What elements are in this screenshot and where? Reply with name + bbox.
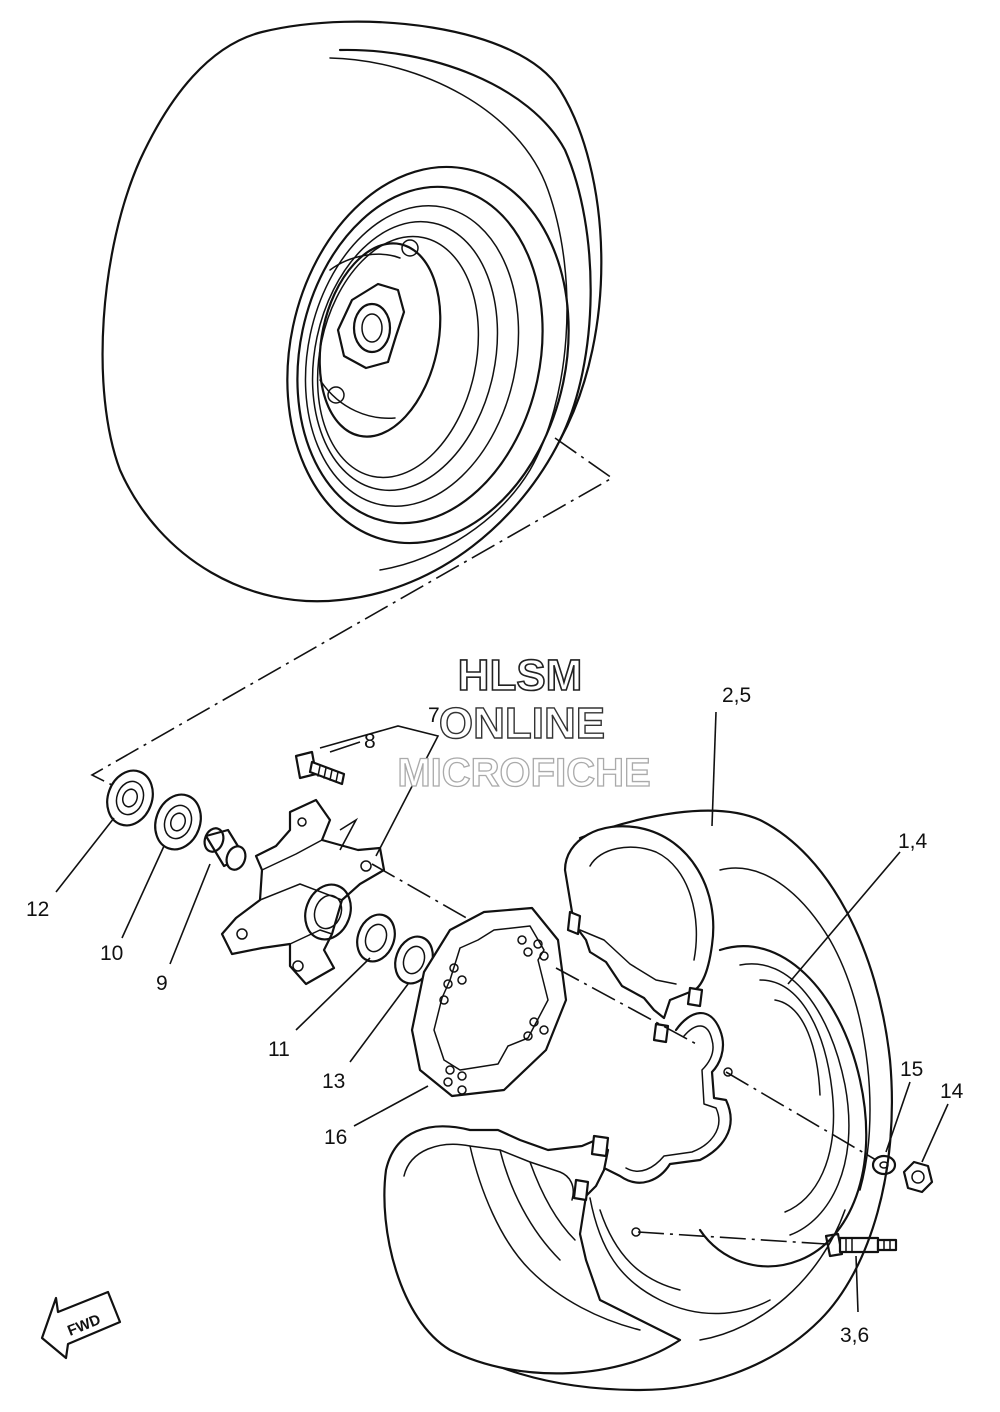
leader-3-6 (855, 1255, 859, 1313)
callout-15: 15 (900, 1058, 923, 1081)
leader-7-bracket (319, 725, 440, 857)
part-9-spacer (203, 827, 247, 871)
leader-2-5 (711, 711, 717, 827)
part-hub (220, 798, 386, 986)
part-15-washer (871, 1154, 897, 1176)
assembled-rim-ring-2 (296, 185, 544, 525)
leader-12 (55, 817, 115, 893)
assembled-hub (336, 282, 406, 370)
leader-11 (295, 957, 371, 1031)
leader-1-4 (787, 851, 901, 985)
part-1-4-rim-outer-half (563, 825, 715, 1044)
centerline-rim-to-washer (725, 1071, 877, 1161)
assembled-rim-ring-5 (316, 235, 480, 479)
rim-inner-half (383, 1125, 771, 1375)
callout-1-4: 1,4 (898, 830, 928, 853)
centerline-hub-to-plate (371, 863, 471, 921)
rim-mounting-face (602, 945, 868, 1268)
leader-15 (885, 1081, 911, 1153)
assembled-rim-outer (286, 165, 570, 545)
leader-14 (921, 1103, 949, 1163)
assembled-stud-top (401, 239, 419, 257)
leader-7-hub (339, 817, 359, 851)
watermark-line-3: MICROFICHE (397, 751, 650, 795)
assembled-rim-spoke-line-2 (319, 379, 396, 419)
callout-14: 14 (940, 1080, 964, 1103)
callout-13: 13 (322, 1070, 345, 1093)
part-3-6-valve (824, 1232, 898, 1258)
callout-7: 7 (428, 704, 440, 727)
part-11-bearing (356, 913, 396, 963)
leader-16 (353, 1085, 429, 1127)
assembly-centerline (90, 437, 614, 786)
leader-8 (329, 741, 361, 753)
callout-12: 12 (26, 898, 49, 921)
callout-3-6: 3,6 (840, 1324, 869, 1347)
callout-9: 9 (156, 972, 168, 995)
leader-10 (121, 845, 165, 939)
assembled-rim-ring-4 (311, 220, 499, 492)
part-10-bearing (154, 793, 202, 851)
watermark: HLSM ONLINE MICROFICHE (397, 650, 652, 795)
assembled-rim-face (318, 242, 442, 438)
callout-11: 11 (268, 1038, 290, 1061)
fwd-arrow-icon: FWD (40, 1290, 122, 1360)
centerline-valve (637, 1231, 827, 1245)
callout-8: 8 (364, 730, 376, 753)
centerline-plate-to-rim (555, 967, 701, 1047)
assembled-stud-bottom (327, 386, 345, 404)
callout-2-5: 2,5 (722, 684, 751, 707)
callout-10: 10 (100, 942, 123, 965)
assembled-rim-ring-3 (304, 205, 520, 507)
part-16-plate (410, 906, 568, 1098)
part-14-nut (902, 1160, 934, 1194)
leader-9 (169, 863, 211, 965)
assembled-hub-bearing (361, 313, 383, 343)
callout-16: 16 (324, 1126, 347, 1149)
assembled-hub-bore (352, 302, 392, 354)
assembled-rim-spoke-line (329, 253, 401, 271)
leader-13 (349, 983, 409, 1063)
part-12-bearing (106, 769, 154, 827)
watermark-line-2: ONLINE (439, 699, 605, 748)
part-8-bolt (294, 750, 346, 786)
assembled-wheel-illustration (101, 20, 603, 603)
watermark-line-1: HLSM (458, 651, 583, 700)
assembled-tire-tread-edge (338, 48, 592, 442)
assembled-tire-outline (101, 20, 603, 603)
